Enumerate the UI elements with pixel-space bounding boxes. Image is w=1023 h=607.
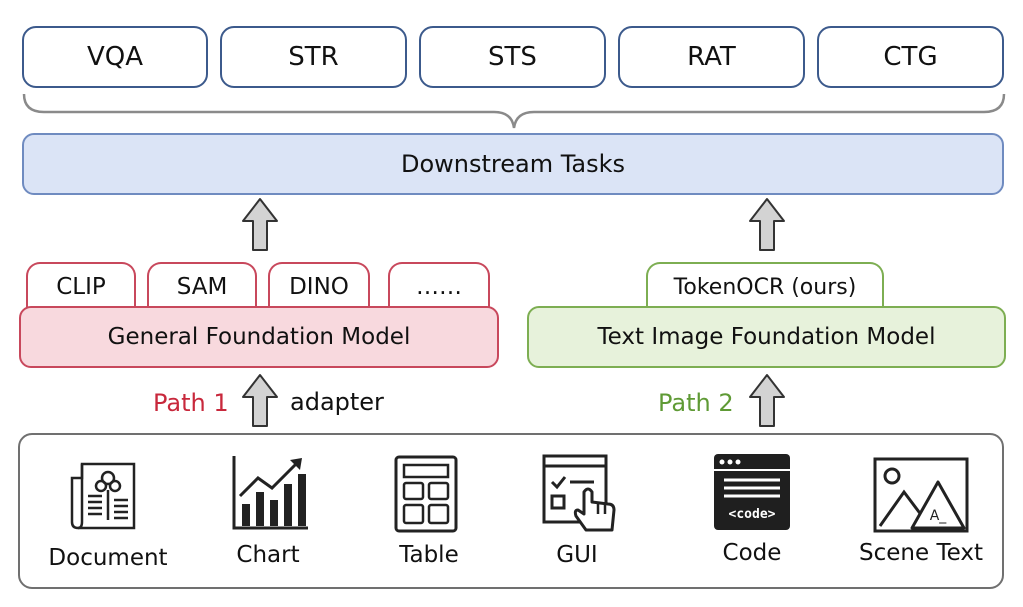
task-label: STR xyxy=(288,42,339,72)
model-tab-sam: SAM xyxy=(147,262,257,310)
chart-icon xyxy=(232,456,308,530)
task-box-sts: STS xyxy=(419,26,606,88)
input-label-table: Table xyxy=(399,542,459,568)
downstream-label: Downstream Tasks xyxy=(400,150,626,178)
downstream-tasks-box: Downstream Tasks xyxy=(22,133,1004,195)
arrow-up-icon xyxy=(242,374,278,427)
task-box-vqa: VQA xyxy=(22,26,208,88)
task-box-str: STR xyxy=(220,26,407,88)
input-types-panel xyxy=(18,433,1004,589)
task-label: VQA xyxy=(86,42,144,72)
scene-text-icon: A_ xyxy=(873,457,969,533)
task-box-rat: RAT xyxy=(618,26,805,88)
model-tab-clip: CLIP xyxy=(26,262,136,310)
tab-label: TokenOCR (ours) xyxy=(673,274,857,300)
model-tab-tokenocr: TokenOCR (ours) xyxy=(646,262,884,310)
document-icon xyxy=(70,462,136,530)
tab-label: …… xyxy=(416,274,462,300)
task-label: RAT xyxy=(687,42,736,72)
tab-label: CLIP xyxy=(56,274,106,300)
model-tab-more: …… xyxy=(388,262,490,310)
input-label-chart: Chart xyxy=(236,542,300,568)
task-label: CTG xyxy=(883,42,938,72)
code-icon: <code> xyxy=(714,454,790,530)
input-label-document: Document xyxy=(48,545,168,571)
arrow-up-icon xyxy=(749,374,785,427)
model-label: Text Image Foundation Model xyxy=(597,324,936,350)
model-tab-dino: DINO xyxy=(268,262,370,310)
task-box-ctg: CTG xyxy=(817,26,1004,88)
path1-label: Path 1 xyxy=(153,389,229,417)
tab-label: DINO xyxy=(289,274,349,300)
code-tag-text: <code> xyxy=(729,507,776,522)
input-label-scene-text: Scene Text xyxy=(859,540,983,566)
input-label-gui: GUI xyxy=(556,542,598,568)
arrow-up-icon xyxy=(749,198,785,251)
text-image-foundation-model-box: Text Image Foundation Model xyxy=(527,306,1006,368)
table-icon xyxy=(394,455,458,533)
task-label: STS xyxy=(488,42,537,72)
gui-icon xyxy=(542,454,616,532)
arrow-up-icon xyxy=(242,198,278,251)
general-foundation-model-box: General Foundation Model xyxy=(19,306,499,368)
grouping-brace xyxy=(22,93,1006,129)
tab-label: SAM xyxy=(176,274,228,300)
scene-text-glyph: A_ xyxy=(930,508,948,524)
adapter-label: adapter xyxy=(290,388,384,416)
path2-label: Path 2 xyxy=(658,389,734,417)
input-label-code: Code xyxy=(722,540,782,566)
model-label: General Foundation Model xyxy=(107,324,411,350)
